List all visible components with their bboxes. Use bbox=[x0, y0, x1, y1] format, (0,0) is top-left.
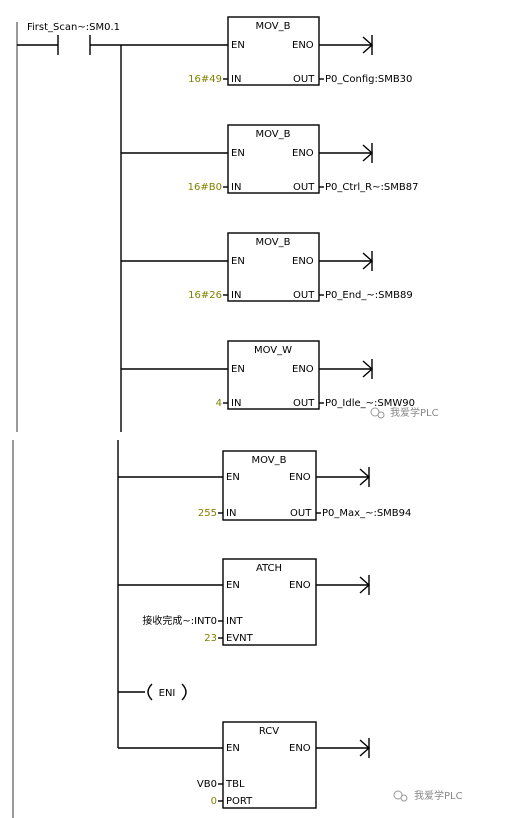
eno-pin: ENO bbox=[289, 580, 311, 591]
block-title: MOV_B bbox=[255, 237, 290, 248]
mov-b-block-2[interactable]: MOV_B EN ENO 16#B0 IN OUT P0_Ctrl_R~:SMB… bbox=[188, 124, 419, 194]
eno-pin: ENO bbox=[292, 40, 314, 51]
in-pin: IN bbox=[226, 508, 236, 519]
wechat-icon bbox=[393, 790, 403, 800]
evnt-value: 23 bbox=[204, 633, 217, 644]
in-pin: IN bbox=[231, 398, 241, 409]
atch-block[interactable]: ATCH EN ENO 接收完成~:INT0 INT 23 EVNT bbox=[142, 558, 371, 646]
out-pin: OUT bbox=[293, 74, 315, 85]
watermark-text: 我爱学PLC bbox=[414, 789, 463, 802]
mov-b-block-3[interactable]: MOV_B EN ENO 16#26 IN OUT P0_End_~:SMB89 bbox=[188, 232, 413, 302]
block-title: MOV_B bbox=[255, 129, 290, 140]
mov-w-block[interactable]: MOV_W EN ENO 4 IN OUT P0_Idle_~:SMW90 bbox=[216, 340, 415, 410]
eno-pin: ENO bbox=[289, 472, 311, 483]
coil-left bbox=[147, 683, 153, 701]
port-pin: PORT bbox=[226, 796, 253, 807]
en-pin: EN bbox=[226, 472, 240, 483]
en-pin: EN bbox=[226, 580, 240, 591]
block-title: MOV_W bbox=[254, 345, 292, 356]
en-pin: EN bbox=[226, 743, 240, 754]
watermark-text: 我爱学PLC bbox=[390, 406, 439, 419]
network-1: First_Scan~:SM0.1 MOV_B EN ENO 16#49 IN … bbox=[16, 16, 439, 432]
int-value: 接收完成~:INT0 bbox=[142, 614, 217, 627]
eno-pin: ENO bbox=[292, 256, 314, 267]
rcv-block[interactable]: RCV EN ENO VB0 TBL 0 PORT bbox=[197, 721, 371, 809]
out-value: P0_Idle_~:SMW90 bbox=[325, 398, 415, 409]
out-value: P0_End_~:SMB89 bbox=[325, 290, 413, 301]
coil-right bbox=[181, 683, 187, 701]
port-value: 0 bbox=[211, 796, 217, 807]
in-pin: IN bbox=[231, 290, 241, 301]
in-value: 255 bbox=[198, 508, 217, 519]
int-pin: INT bbox=[226, 616, 243, 627]
in-value: 16#B0 bbox=[188, 182, 222, 193]
eno-pin: ENO bbox=[289, 743, 311, 754]
wechat-icon bbox=[370, 407, 380, 417]
eno-pin: ENO bbox=[292, 364, 314, 375]
block-title: ATCH bbox=[256, 563, 282, 574]
contact-label: First_Scan~:SM0.1 bbox=[27, 22, 120, 33]
block-title: RCV bbox=[259, 726, 279, 737]
out-value: P0_Max_~:SMB94 bbox=[322, 508, 411, 519]
mov-b-block-1[interactable]: MOV_B EN ENO 16#49 IN OUT P0_Config:SMB3… bbox=[188, 16, 412, 86]
mov-b-block-4[interactable]: MOV_B EN ENO 255 IN OUT P0_Max_~:SMB94 bbox=[198, 450, 411, 521]
en-pin: EN bbox=[231, 148, 245, 159]
coil-label: ENI bbox=[159, 688, 176, 699]
in-value: 4 bbox=[216, 398, 222, 409]
out-value: P0_Ctrl_R~:SMB87 bbox=[325, 182, 418, 193]
en-pin: EN bbox=[231, 364, 245, 375]
watermark-2: 我爱学PLC bbox=[393, 789, 463, 802]
tbl-pin: TBL bbox=[225, 779, 245, 790]
block-title: MOV_B bbox=[251, 455, 286, 466]
eno-pin: ENO bbox=[292, 148, 314, 159]
out-pin: OUT bbox=[293, 398, 315, 409]
out-pin: OUT bbox=[293, 290, 315, 301]
in-value: 16#26 bbox=[188, 290, 222, 301]
out-pin: OUT bbox=[293, 182, 315, 193]
en-pin: EN bbox=[231, 40, 245, 51]
out-value: P0_Config:SMB30 bbox=[325, 74, 412, 85]
watermark-1: 我爱学PLC bbox=[370, 406, 439, 419]
in-pin: IN bbox=[231, 74, 241, 85]
network-2: MOV_B EN ENO 255 IN OUT P0_Max_~:SMB94 A… bbox=[12, 440, 463, 818]
in-pin: IN bbox=[231, 182, 241, 193]
block-title: MOV_B bbox=[255, 21, 290, 32]
en-pin: EN bbox=[231, 256, 245, 267]
tbl-value: VB0 bbox=[197, 779, 217, 790]
first-scan-contact[interactable] bbox=[17, 35, 228, 55]
out-pin: OUT bbox=[290, 508, 312, 519]
evnt-pin: EVNT bbox=[226, 633, 254, 644]
in-value: 16#49 bbox=[188, 74, 222, 85]
eni-coil[interactable]: ENI bbox=[118, 683, 187, 701]
